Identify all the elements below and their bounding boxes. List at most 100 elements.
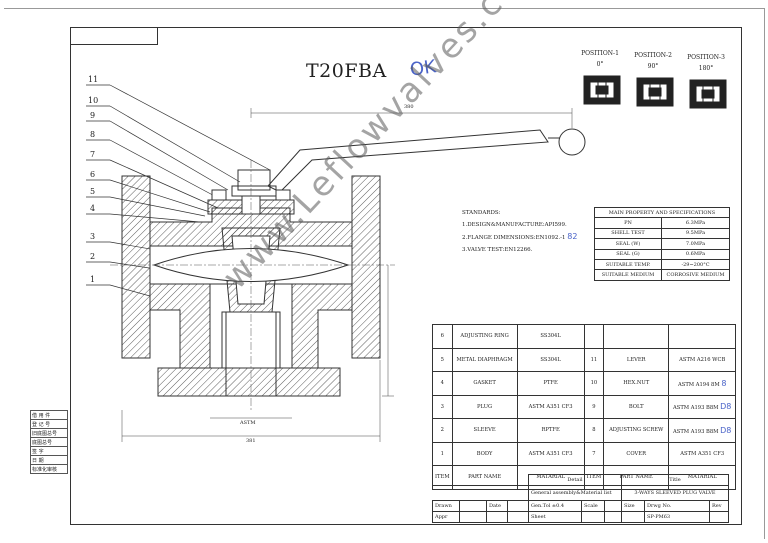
spec-value: -29~200°C — [661, 258, 730, 271]
balloon-7: 7 — [90, 150, 96, 159]
tb-drwg-no-hdr: Drwg No. — [644, 500, 710, 512]
part-name: BOLT — [603, 394, 670, 419]
part-name: ADJUSTING SCREW — [603, 418, 670, 443]
position-3-label: POSITION-3 — [687, 54, 725, 61]
balloon-9: 9 — [90, 111, 96, 120]
balloon-2: 2 — [90, 252, 96, 261]
part-material: ASTM A193 B8M D8 — [668, 394, 737, 419]
balloon-10: 10 — [88, 96, 99, 105]
spec-value: 7.0MPa — [661, 238, 730, 250]
spec-value: CORROSIVE MEDIUM — [661, 269, 730, 281]
part-material: ASTM A351 CF3 — [516, 441, 585, 466]
part-material: RPTFE — [516, 418, 585, 443]
stamp-cell: 标准化审核 — [30, 464, 68, 474]
spec-key: SUITABLE MEDIUM — [594, 269, 662, 281]
stamp-cell: 底图总号 — [30, 437, 68, 447]
part-item: 8 — [583, 418, 605, 443]
dim-base: 381 — [246, 438, 256, 444]
drawing-title: T20FBA — [306, 60, 387, 82]
balloon-6: 6 — [90, 170, 96, 179]
spec-key: SEAL (W) — [594, 238, 662, 250]
spec-value: 6.3MPa — [661, 217, 730, 229]
balloon-8: 8 — [90, 130, 96, 139]
part-item: 1 — [432, 441, 453, 466]
handwritten-note: D8 — [720, 425, 732, 435]
tb-appr: Appr — [432, 511, 460, 523]
balloon-5: 5 — [90, 187, 96, 196]
part-item: 2 — [432, 418, 453, 443]
balloon-3: 3 — [90, 232, 96, 241]
spec-key: SEAL (G) — [594, 248, 662, 260]
part-name: PLUG — [451, 394, 518, 419]
part-item: 10 — [583, 371, 605, 396]
tb-drwg-no: SP-PM63 — [644, 511, 710, 523]
handwritten-note: D8 — [720, 402, 732, 412]
balloon-11: 11 — [88, 75, 99, 84]
position-3-angle: 180° — [698, 65, 714, 72]
drawing-frame — [70, 27, 742, 525]
part-material: SS304L — [516, 347, 585, 372]
lever — [231, 128, 586, 197]
tb-sheet: Sheet — [528, 511, 582, 523]
centerlines — [110, 160, 395, 410]
part-item: 5 — [432, 347, 453, 372]
part-item: 4 — [432, 371, 453, 396]
spec-key: SHELL TEST — [594, 227, 662, 240]
stamp-cell: 旧底图总号 — [30, 428, 68, 438]
frame-corner-box — [70, 27, 158, 45]
tb-size: Size — [621, 500, 645, 512]
standards-line-2: 2.FLANGE DIMENSIONS:EN1092.-1 82 — [462, 232, 578, 241]
stamp-cell: 登 记 号 — [30, 419, 68, 429]
stamp-cell: 签 字 — [30, 446, 68, 456]
position-3-icon — [689, 79, 727, 109]
spec-key: SUITABLE TEMP. — [594, 258, 662, 271]
spec-heading: MAIN PROPERTY AND SPECIFICATIONS — [594, 206, 730, 219]
part-name: GASKET — [451, 371, 518, 396]
part-material: ASTM A351 CF3 — [516, 394, 585, 419]
position-1-angle: 0° — [596, 61, 604, 68]
part-material: ASTM A216 WCB — [668, 347, 737, 372]
part-item: 6 — [432, 324, 453, 349]
balloon-4: 4 — [90, 204, 96, 213]
tb-scale: Scale — [581, 500, 605, 512]
standards-block: STANDARDS: 1.DESIGN&MANUFACTURE:API599. … — [462, 207, 577, 256]
tb-date: Date — [486, 500, 508, 512]
position-2-angle: 90° — [647, 63, 659, 70]
part-name: METAL DIAPHRAGM — [451, 347, 518, 372]
dim-top: 380 — [404, 104, 414, 110]
part-item: 9 — [583, 394, 605, 419]
part-name: SLEEVE — [451, 418, 518, 443]
standards-line-3: 3.VALVE TEST:EN12266. — [462, 247, 533, 253]
position-1-icon — [583, 75, 621, 105]
part-name: BODY — [451, 441, 518, 466]
spec-value: 9.5MPa — [661, 227, 730, 240]
title-block: Detail Title General assembly&Material l… — [432, 474, 729, 523]
dimensions — [121, 108, 573, 442]
tb-rev: Rev — [709, 500, 729, 512]
outer-border — [4, 8, 765, 539]
stamp-cell: 日 期 — [30, 455, 68, 465]
part-item: 7 — [583, 441, 605, 466]
tb-title: 3-WAYS SLEEVED PLUG VALVE — [621, 485, 729, 501]
dim-bottom: ASTM — [240, 420, 256, 426]
handwritten-note: 8 — [721, 378, 727, 388]
tb-drawn: Drawn — [432, 500, 460, 512]
spec-value: 0.6MPa — [661, 248, 730, 260]
part-name — [603, 324, 670, 349]
part-material: ASTM A193 B8M D8 — [668, 418, 737, 443]
position-2-label: POSITION-2 — [634, 52, 672, 59]
tb-general: General assembly&Material list — [528, 485, 622, 501]
position-2-icon — [636, 77, 674, 107]
part-material: ASTM A194 8M 8 — [668, 371, 737, 396]
tb-detail: Detail — [528, 474, 622, 486]
tb-title-hdr: Title — [621, 474, 729, 486]
part-name: ADJUSTING RING — [451, 324, 518, 349]
part-material: PTFE — [516, 371, 585, 396]
part-item — [583, 324, 605, 349]
standards-heading: STANDARDS: — [462, 210, 501, 216]
part-material: ASTM A351 CF3 — [668, 441, 737, 466]
balloon-1: 1 — [90, 275, 96, 284]
